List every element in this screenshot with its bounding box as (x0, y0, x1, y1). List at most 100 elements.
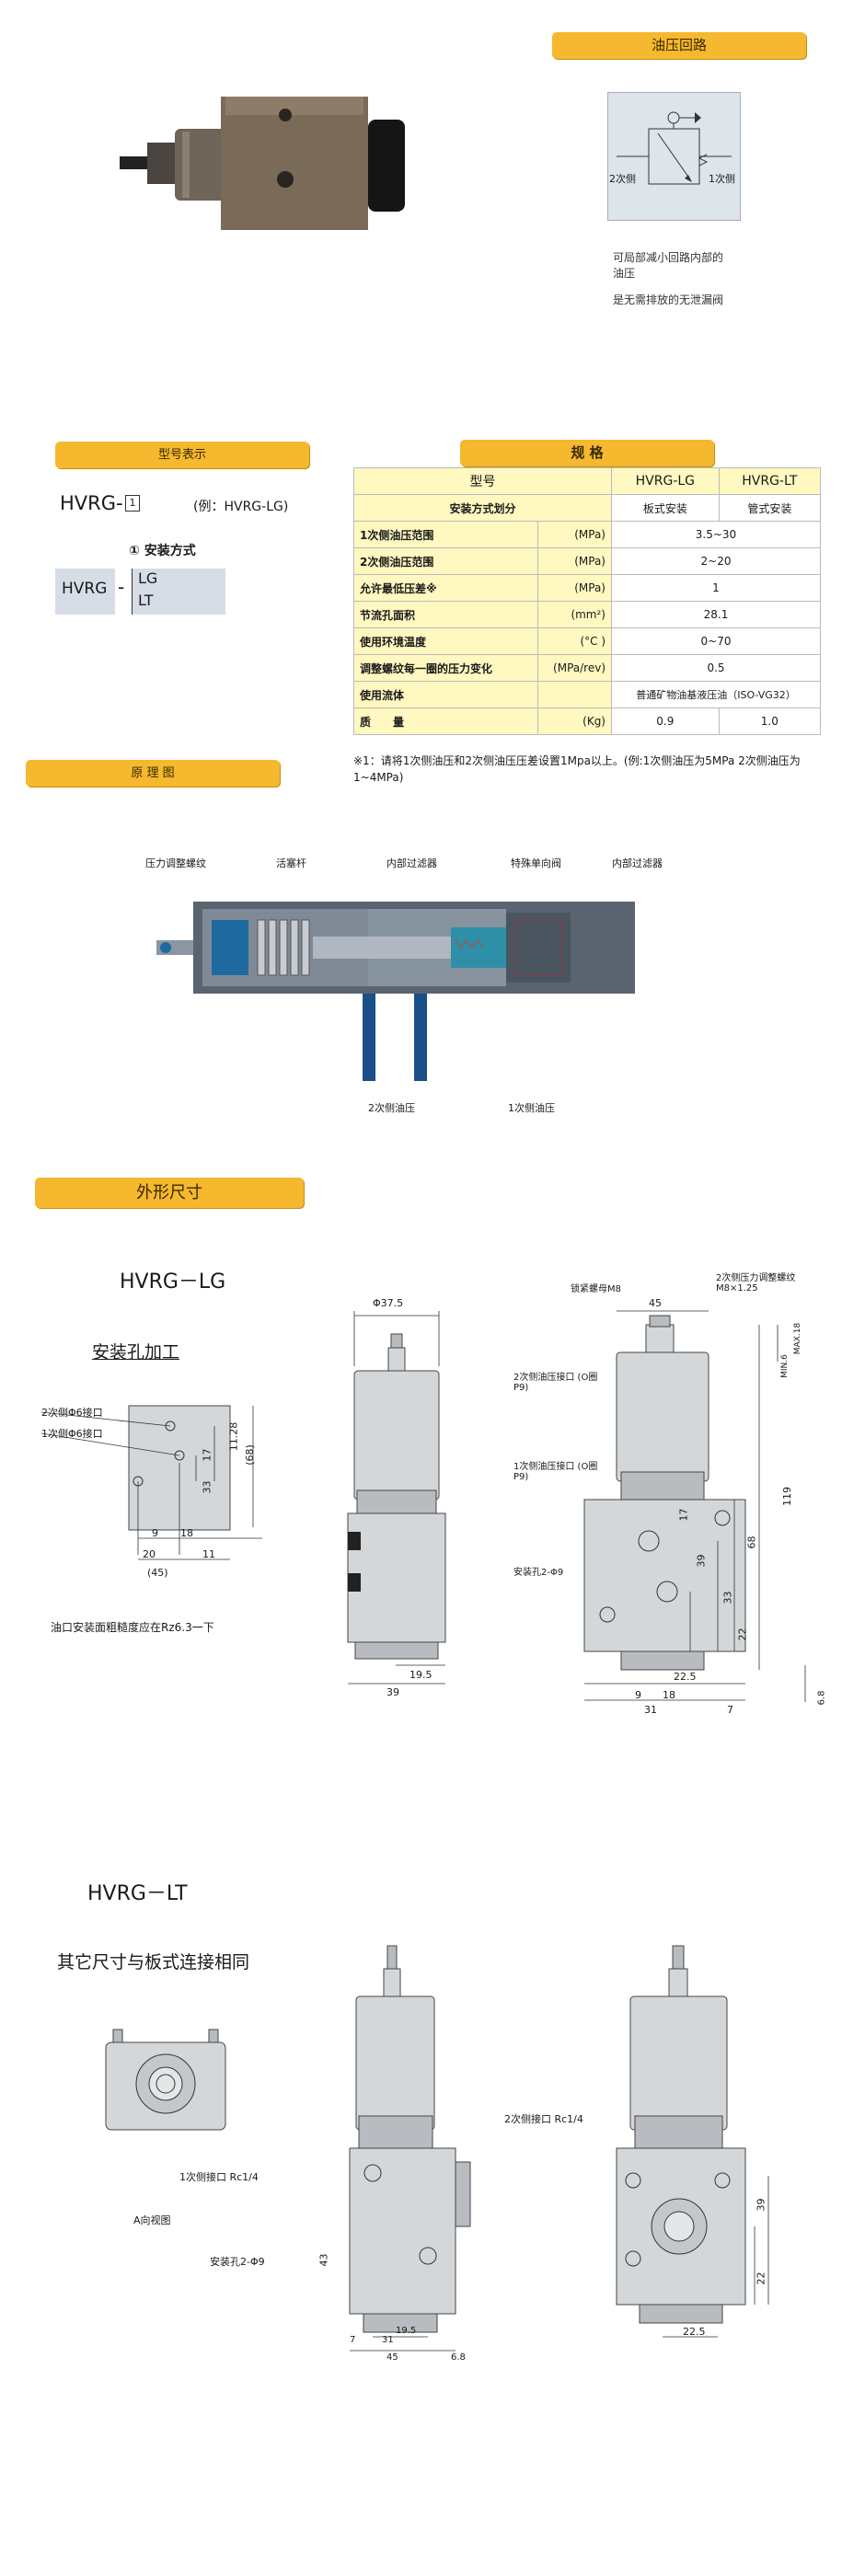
lg-side-dim: 18 (663, 1689, 675, 1701)
spec-mount-lg: 板式安装 (611, 494, 720, 522)
circuit-label-2nd: 2次侧 (609, 173, 636, 185)
spec-row: 允许最低压差※(MPa)1 (353, 574, 821, 602)
circuit-banner: 油压回路 (552, 32, 806, 59)
lg-front-dim-19: 19.5 (409, 1669, 433, 1681)
spec-row-label: 节流孔面积 (353, 601, 538, 628)
lt-front-dim: 31 (382, 2335, 394, 2345)
lg-side-view (583, 1310, 806, 1702)
spec-row-unit: (MPa) (537, 547, 612, 575)
lg-dim: 18 (180, 1527, 193, 1539)
spec-mass-label: 质 量 (353, 707, 538, 735)
spec-table: 型号 HVRG-LG HVRG-LT 安装方式划分 板式安装 管式安装 1次侧油… (353, 467, 822, 735)
spec-row-unit: (MPa/rev) (537, 654, 612, 682)
spec-row: 2次侧油压范围(MPa)2~20 (353, 547, 821, 575)
spec-row-value: 3.5~30 (611, 521, 821, 548)
principle-port-2: 2次侧油压 (368, 1102, 415, 1114)
spec-header-lt: HVRG-LT (718, 467, 822, 495)
circuit-label-1st: 1次侧 (709, 173, 735, 185)
spec-row: 使用流体普通矿物油基液压油（ISO-VG32） (353, 681, 821, 708)
lt-view-label: A向视图 (133, 2214, 171, 2226)
spec-row-label: 允许最低压差※ (353, 574, 538, 602)
lt-note: 其它尺寸与板式连接相同 (57, 1952, 250, 1972)
lg-side-dim: 68 (745, 1535, 758, 1549)
lt-front-view (349, 1945, 471, 2352)
model-example: (例：HVRG-LG) (193, 500, 289, 514)
spec-row-unit: (°C ) (537, 627, 612, 655)
principle-label-piston: 活塞杆 (276, 857, 306, 869)
lg-side-dim: 6.8 (816, 1690, 827, 1706)
principle-label-filter2: 内部过滤器 (612, 857, 663, 869)
lg-side-dim: 33 (721, 1591, 734, 1604)
lt-side-dim: 22 (755, 2271, 767, 2285)
lt-front-dim: 6.8 (451, 2352, 466, 2363)
lg-side-dim: 31 (644, 1704, 657, 1716)
model-option-lt: LT (138, 592, 154, 609)
lg-dim: 20 (143, 1548, 156, 1560)
lg-side-dim: 45 (649, 1297, 662, 1309)
lt-mount-label: 安装孔2-Φ9 (210, 2256, 265, 2268)
lg-side-dim: 9 (635, 1689, 641, 1701)
spec-row: 节流孔面积(mm²)28.1 (353, 601, 821, 628)
lg-dim: 33 (201, 1480, 213, 1494)
spec-row-label: 1次侧油压范围 (353, 521, 538, 548)
spec-row-value: 28.1 (611, 601, 821, 628)
lg-side-dim: 39 (695, 1554, 708, 1568)
lg-side-dim: 22.5 (674, 1671, 697, 1683)
spec-row: 调整螺纹每一圈的压力变化(MPa/rev)0.5 (353, 654, 821, 682)
model-base: HVRG (62, 580, 108, 598)
lg-side-label: 2次侧压力调整螺纹 M8×1.25 (716, 1273, 796, 1294)
lt-a-view (105, 2029, 226, 2131)
lg-side-dim: 119 (781, 1487, 793, 1506)
product-photo (120, 97, 405, 230)
lg-dim: (45) (147, 1567, 168, 1579)
spec-header-lg: HVRG-LG (611, 467, 720, 495)
lt-front-dim: 45 (386, 2352, 398, 2363)
spec-mass-unit: (Kg) (537, 707, 612, 735)
lt-side-view (616, 1945, 769, 2338)
spec-header-label: 型号 (353, 467, 612, 495)
lg-side-label: 锁紧螺母M8 (571, 1284, 621, 1294)
lt-port1-label: 1次侧接口 Rc1/4 (179, 2171, 259, 2183)
spec-mass-lt: 1.0 (718, 707, 822, 735)
principle-port-1: 1次侧油压 (508, 1102, 555, 1114)
principle-label-filter1: 内部过滤器 (386, 857, 437, 869)
lg-front-dim-39: 39 (386, 1686, 399, 1698)
outline-banner: 外形尺寸 (35, 1178, 304, 1208)
model-options-box (132, 569, 225, 615)
model-base-box (55, 569, 115, 615)
principle-banner: 原 理 图 (26, 760, 280, 787)
spec-row-value: 1 (611, 574, 821, 602)
principle-label-check: 特殊单向阀 (511, 857, 561, 869)
lg-side-label: 1次侧油压接口 (O圈P9) (513, 1462, 598, 1482)
spec-row-label: 使用流体 (353, 681, 538, 708)
spec-row-value: 2~20 (611, 547, 821, 575)
model-dash: - (118, 576, 125, 598)
lg-side-dim: 7 (727, 1704, 733, 1716)
lg-side-dim: 17 (677, 1508, 690, 1522)
lg-side-dim: MAX.18 (793, 1322, 803, 1355)
circuit-diagram (617, 111, 732, 185)
spec-note: ※1：请将1次侧油压和2次侧油压压差设置1Mpa以上。(例:1次侧油压为5MPa… (353, 754, 801, 784)
spec-row-unit: (MPa) (537, 521, 612, 548)
lg-mount-title: 安装孔加工 (92, 1342, 180, 1363)
lt-front-dim: 7 (350, 2335, 356, 2345)
lg-dim: (68) (243, 1444, 256, 1466)
lg-side-dim: MIN.6 (779, 1354, 790, 1378)
lt-port2-label: 2次侧接口 Rc1/4 (504, 2113, 583, 2125)
lg-title: HVRG－LG (120, 1271, 226, 1294)
spec-mount-row: 安装方式划分 板式安装 管式安装 (353, 494, 822, 522)
lg-dim: 9 (152, 1527, 158, 1539)
spec-row: 使用环境温度(°C )0~70 (353, 627, 821, 655)
model-option-lg: LG (138, 569, 158, 587)
lt-side-dim: 39 (755, 2198, 767, 2212)
lg-dim: 17 (201, 1448, 213, 1462)
circuit-desc-2: 是无需排放的无泄漏阀 (613, 293, 724, 306)
spec-row-label: 使用环境温度 (353, 627, 538, 655)
spec-header-row: 型号 HVRG-LG HVRG-LT (353, 467, 822, 495)
spec-row-unit: (mm²) (537, 601, 612, 628)
spec-banner: 规 格 (460, 440, 714, 466)
spec-mass-row: 质 量 (Kg) 0.9 1.0 (353, 707, 822, 735)
lg-front-dim-phi: Φ37.5 (373, 1297, 404, 1309)
lt-title: HVRG－LT (87, 1882, 188, 1905)
install-title: ① 安装方式 (129, 544, 196, 558)
